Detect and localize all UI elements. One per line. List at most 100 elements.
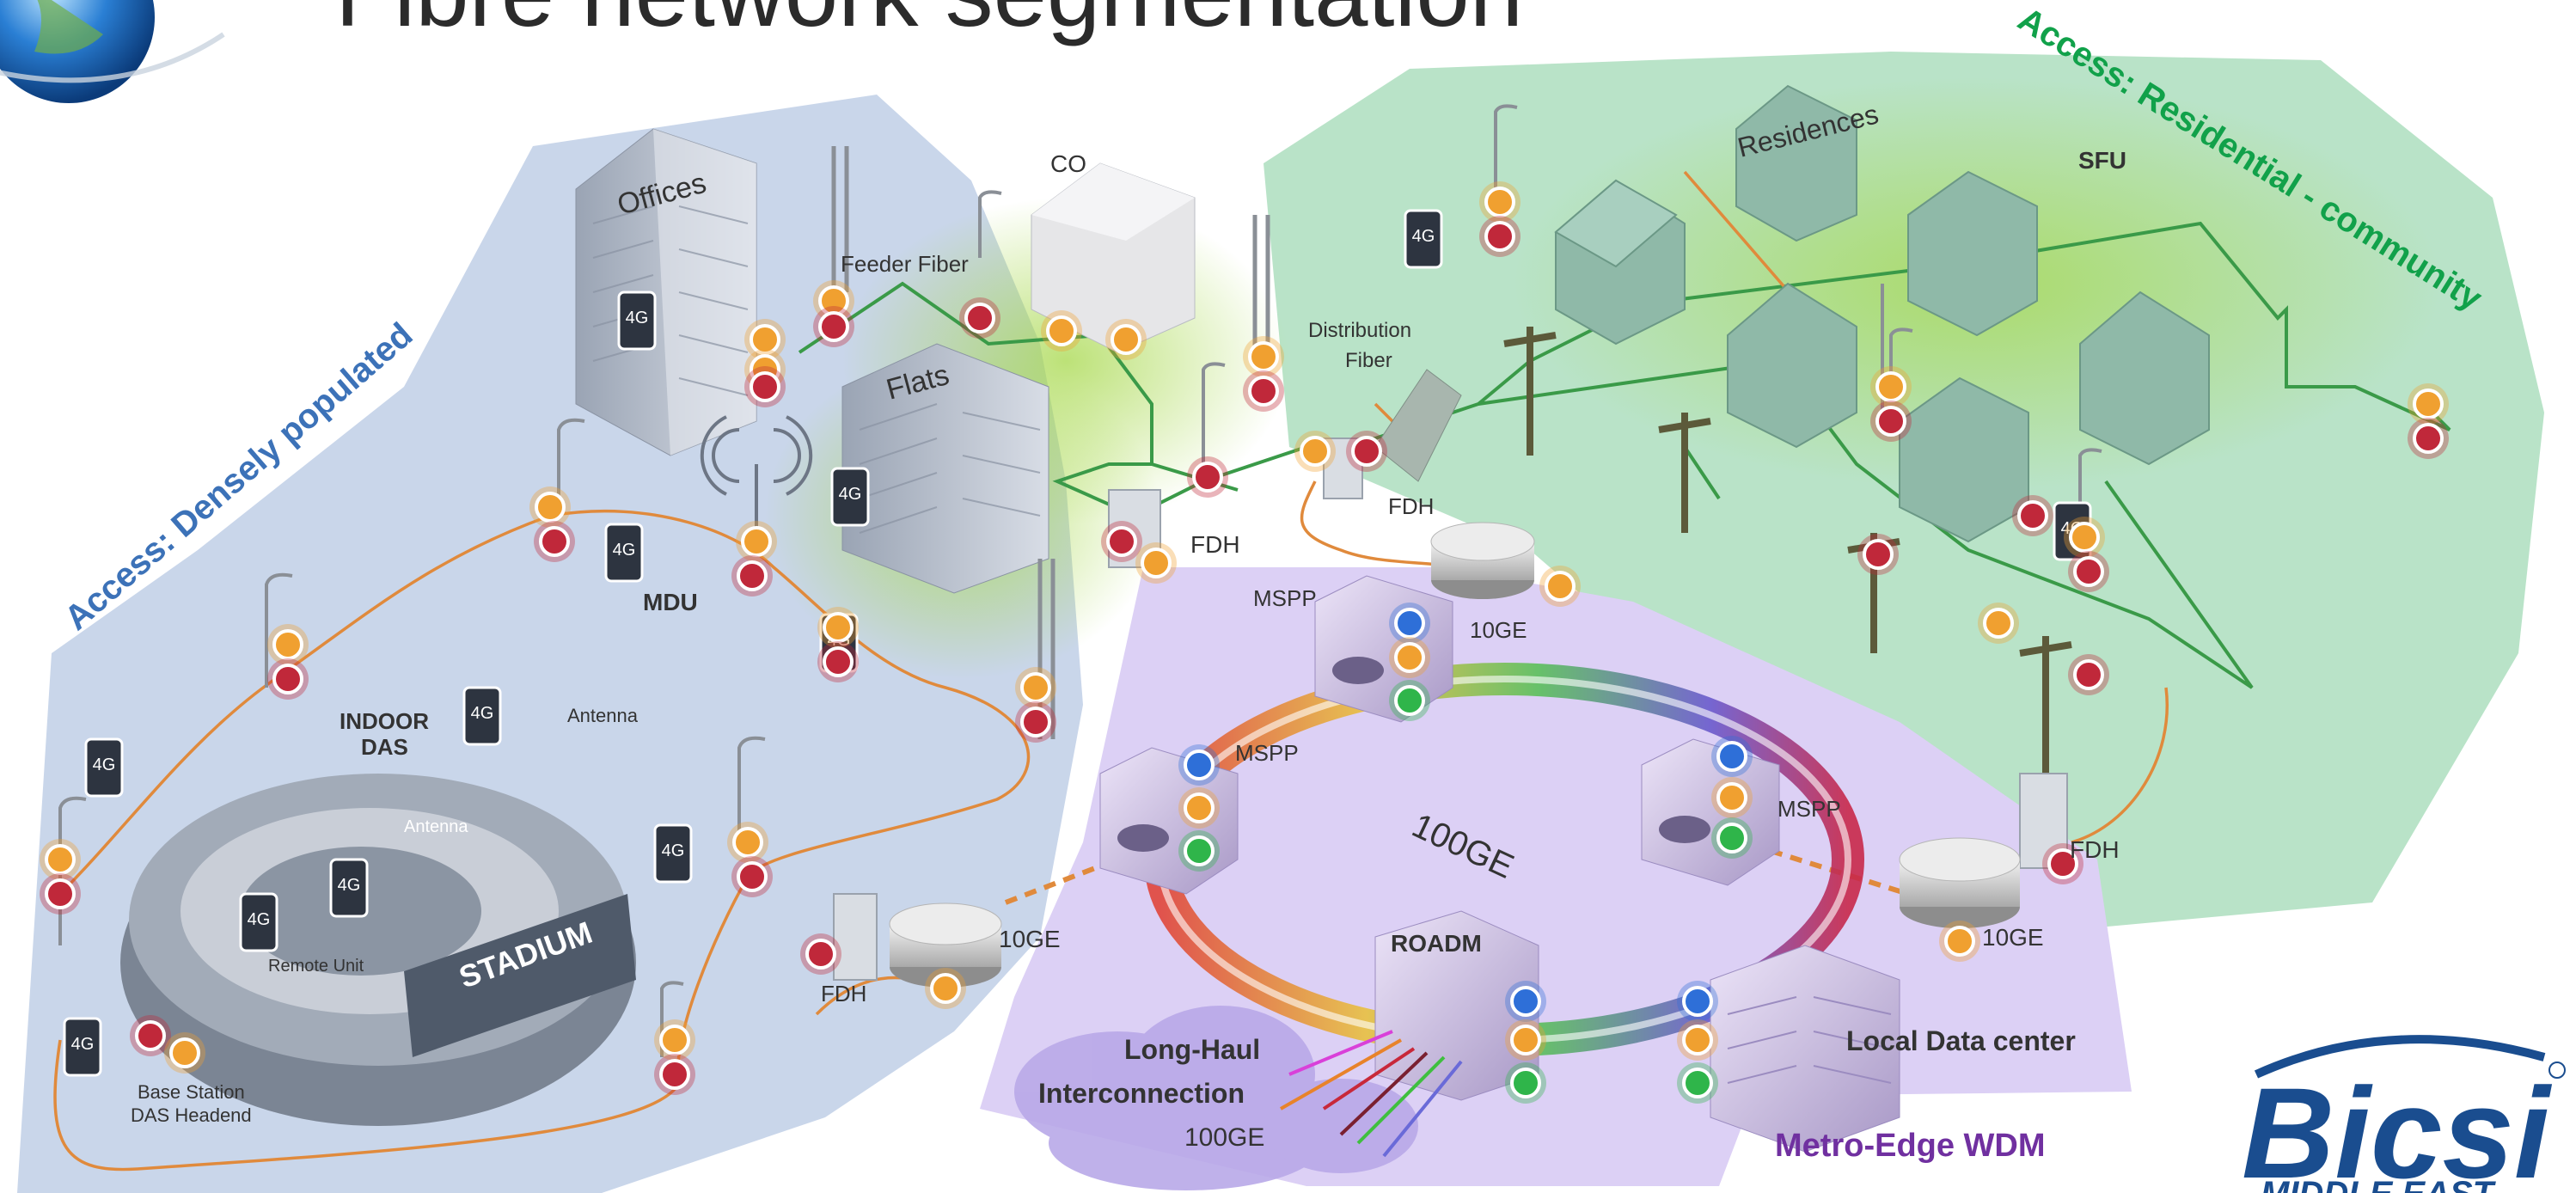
houses xyxy=(1554,84,2210,543)
local-dc-label: Local Data center xyxy=(1846,1025,2076,1056)
mspp-left-label: MSPP xyxy=(1235,740,1299,766)
antenna-inner-label: Antenna xyxy=(404,817,468,836)
network-node-marker xyxy=(1870,366,1912,407)
mspp-top-box xyxy=(1314,575,1453,723)
network-node-marker xyxy=(654,1054,695,1095)
network-node-marker xyxy=(1105,319,1147,360)
network-node-marker xyxy=(1711,777,1753,818)
network-node-marker xyxy=(1015,701,1056,743)
metro-zone-label: Metro-Edge WDM xyxy=(1775,1128,2046,1164)
remote-unit-label: Remote Unit xyxy=(268,957,364,976)
network-node-marker xyxy=(1479,216,1521,257)
network-node-marker xyxy=(925,968,966,1009)
network-node-marker xyxy=(1294,431,1336,472)
network-node-marker xyxy=(731,856,773,897)
network-node-marker xyxy=(1677,981,1718,1022)
utility-poles xyxy=(1503,327,2072,774)
long-haul-cloud xyxy=(1014,1006,1418,1190)
co-building xyxy=(1031,162,1196,353)
network-node-marker xyxy=(40,873,81,915)
roadm-label: ROADM xyxy=(1391,930,1482,957)
street-lamps xyxy=(58,104,2102,1057)
network-node-marker xyxy=(529,486,571,528)
indoor-das-label-2: DAS xyxy=(361,734,408,760)
phone-4g-label: 4G xyxy=(338,876,361,895)
network-node-marker xyxy=(1178,830,1220,872)
distribution-fiber-panel xyxy=(1374,369,1462,482)
network-node-marker xyxy=(1243,336,1284,377)
indoor-das-label-1: INDOOR xyxy=(340,708,429,734)
distribution-fiber-label-2: Fiber xyxy=(1345,349,1392,372)
phone-4g-icon: 4G xyxy=(830,467,870,527)
mspp-top-label: MSPP xyxy=(1253,585,1317,611)
phone-4g-icon: 4G xyxy=(239,892,278,952)
network-node-marker xyxy=(267,658,309,700)
ge-left-label: 10GE xyxy=(999,926,1061,952)
base-station-label: Base Station xyxy=(138,1081,245,1103)
long-haul-label-1: Long-Haul xyxy=(1124,1034,1260,1065)
network-node-marker xyxy=(1389,603,1430,644)
network-node-marker xyxy=(800,933,841,975)
stadium xyxy=(120,774,636,1126)
network-node-marker xyxy=(2068,654,2109,695)
network-node-marker xyxy=(1015,667,1056,708)
bicsi-logo-text: Bicsi xyxy=(2242,1061,2553,1193)
network-node-marker xyxy=(1479,181,1521,223)
network-node-marker xyxy=(2068,551,2109,592)
network-node-marker xyxy=(736,521,777,562)
node-group xyxy=(40,181,2449,1104)
network-node-marker xyxy=(130,1015,171,1056)
phone-4g-icon: 4G xyxy=(63,1017,102,1077)
co-label: CO xyxy=(1050,150,1086,177)
network-node-marker xyxy=(1346,431,1387,472)
network-node-marker xyxy=(2042,843,2083,884)
network-node-marker xyxy=(813,280,854,321)
network-node-marker xyxy=(1389,637,1430,678)
network-node-marker xyxy=(1101,521,1142,562)
router-left xyxy=(889,902,1002,988)
network-node-marker xyxy=(1539,566,1581,607)
network-node-marker xyxy=(813,306,854,347)
network-node-marker xyxy=(1389,680,1430,721)
phone-4g-label: 4G xyxy=(93,756,116,774)
wifi-icon xyxy=(700,415,813,533)
fdh-right-label: FDH xyxy=(2070,836,2120,863)
network-node-marker xyxy=(727,822,768,863)
phone-4g-label: 4G xyxy=(613,541,636,560)
network-node-marker xyxy=(1187,456,1228,498)
network-node-marker xyxy=(1505,1019,1546,1061)
network-node-marker xyxy=(1711,736,1753,777)
sfu-label: SFU xyxy=(2078,147,2126,174)
bicsi-logo-subtext: MIDDLE EAST xyxy=(2261,1175,2497,1193)
ge-right-label: 10GE xyxy=(1982,924,2044,951)
feeder-fiber-label: Feeder Fiber xyxy=(841,251,969,277)
das-headend-label: DAS Headend xyxy=(131,1104,252,1126)
phone-4g-label: 4G xyxy=(626,309,649,327)
network-node-marker xyxy=(2408,383,2449,425)
fdh-top-label: FDH xyxy=(1388,493,1434,519)
network-node-marker xyxy=(534,521,575,562)
network-node-marker xyxy=(1677,1062,1718,1104)
phone-4g-label: 4G xyxy=(248,910,271,929)
network-node-marker xyxy=(1677,1019,1718,1061)
phone-4g-icon: 4G xyxy=(617,291,657,351)
phone-4g-label: 4G xyxy=(71,1035,95,1054)
phone-4g-icon: 4G xyxy=(84,737,124,798)
ge-top-label: 10GE xyxy=(1470,617,1527,643)
network-node-marker xyxy=(959,297,1000,339)
network-node-marker xyxy=(1857,534,1899,575)
network-node-marker xyxy=(744,319,786,360)
network-node-marker xyxy=(731,555,773,596)
long-haul-label-2: Interconnection xyxy=(1038,1078,1245,1109)
page-title: Fibre network segmentation xyxy=(335,0,1523,46)
phone-4g-icon: 4G xyxy=(462,686,502,746)
network-node-marker xyxy=(1178,744,1220,786)
network-node-marker xyxy=(1870,401,1912,442)
network-node-marker xyxy=(267,624,309,665)
offices-building xyxy=(575,128,757,456)
network-node-marker xyxy=(1041,310,1082,352)
long-haul-rate-label: 100GE xyxy=(1184,1123,1264,1152)
network-node-marker xyxy=(1939,921,1980,962)
phone-4g-icon: 4G xyxy=(1404,209,1443,269)
